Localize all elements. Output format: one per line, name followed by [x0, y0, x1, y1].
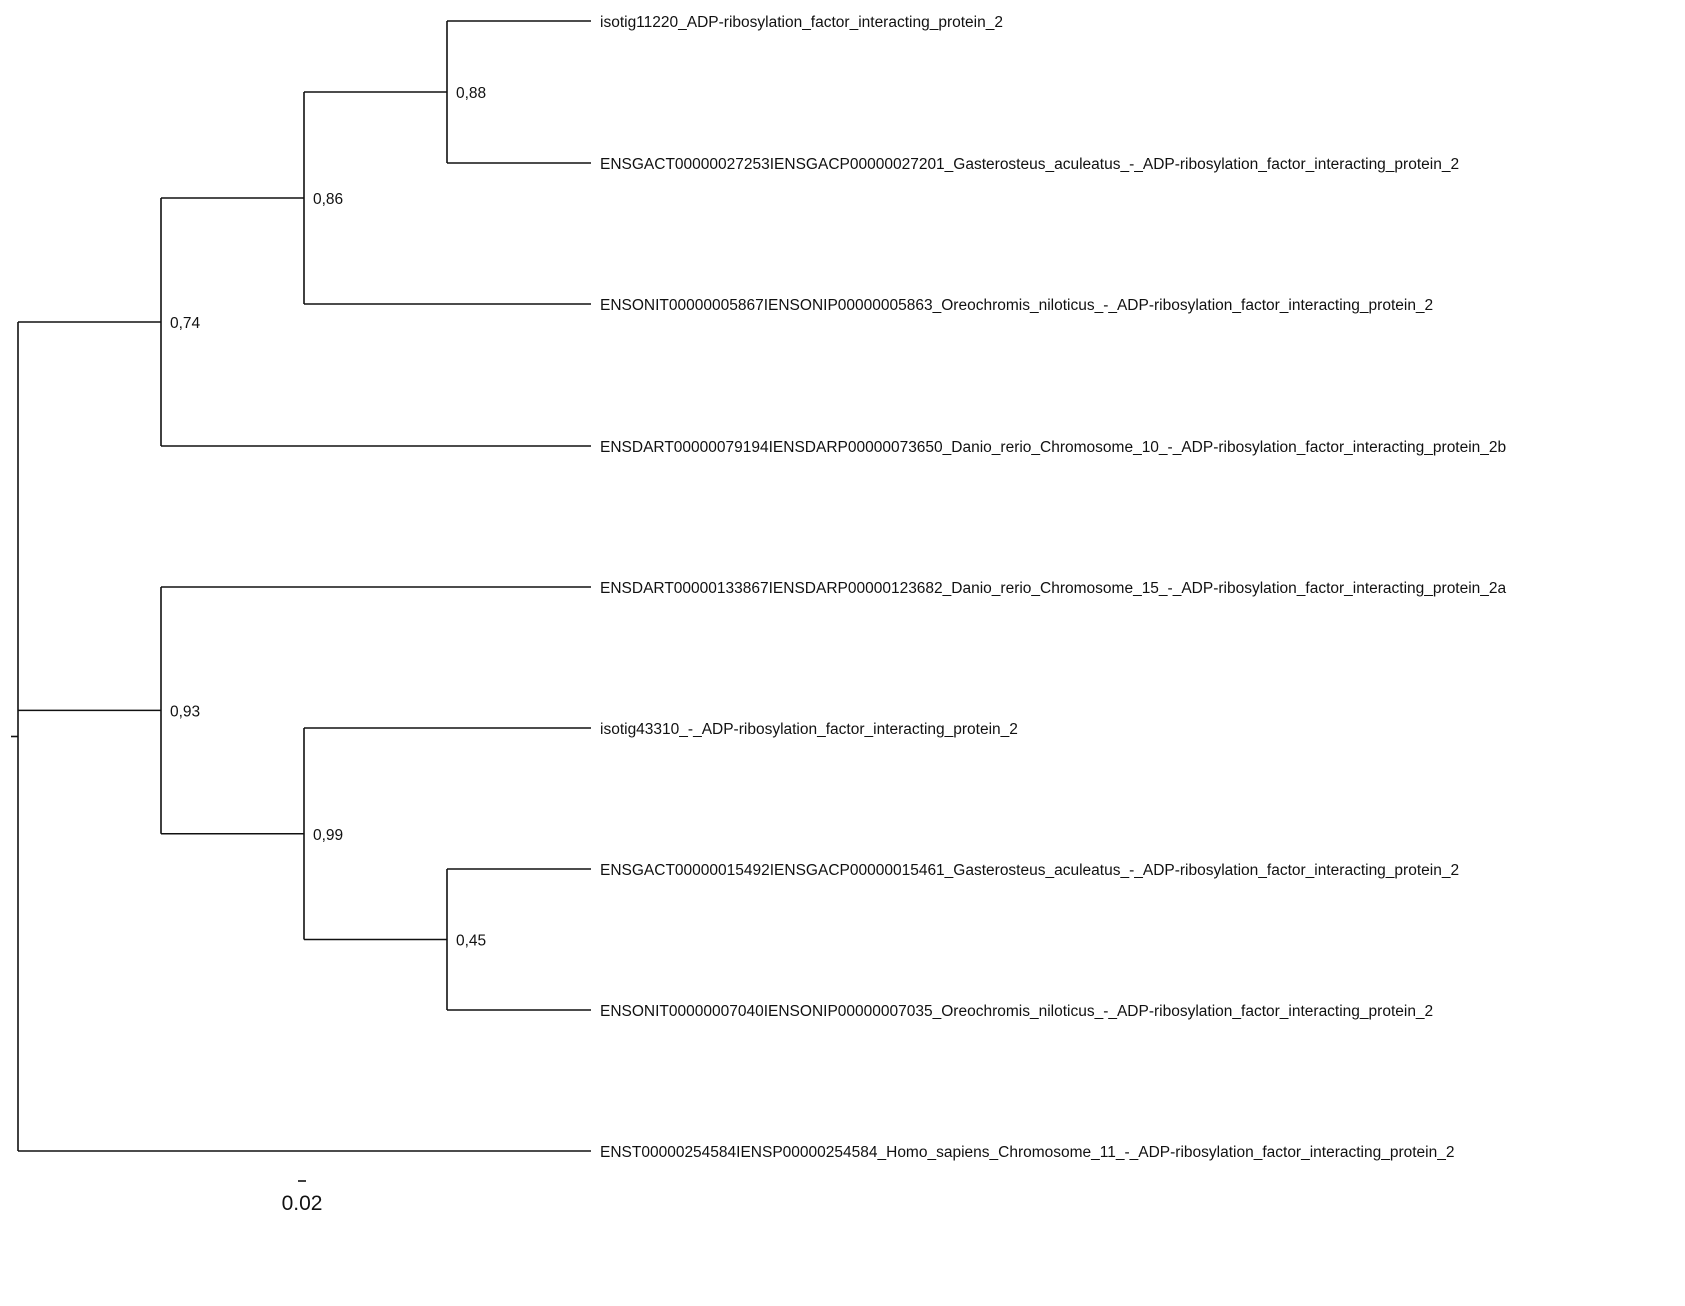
- support-value: 0,86: [313, 191, 343, 208]
- scale-bar-label: 0.02: [282, 1192, 323, 1215]
- leaf-label: ENSONIT00000005867IENSONIP00000005863_Or…: [600, 297, 1433, 314]
- leaf-label: ENSGACT00000027253IENSGACP00000027201_Ga…: [600, 156, 1459, 173]
- support-value: 0,93: [170, 703, 200, 720]
- scale-bar: 0.02: [282, 1180, 323, 1215]
- tree-branches: [11, 20, 591, 1152]
- support-value: 0,45: [456, 933, 486, 950]
- leaf-label: ENSONIT00000007040IENSONIP00000007035_Or…: [600, 1003, 1433, 1020]
- support-value: 0,99: [313, 827, 343, 844]
- support-value: 0,74: [170, 315, 201, 332]
- leaf-label: isotig11220_ADP-ribosylation_factor_inte…: [600, 14, 1003, 31]
- support-value: 0,88: [456, 85, 486, 102]
- leaf-label: ENSDART00000133867IENSDARP00000123682_Da…: [600, 580, 1507, 597]
- support-values: 0,74 0,86 0,88 0,93 0,99 0,45: [170, 85, 486, 950]
- leaf-labels: isotig11220_ADP-ribosylation_factor_inte…: [600, 14, 1507, 1161]
- leaf-label: ENST00000254584IENSP00000254584_Homo_sap…: [600, 1144, 1454, 1161]
- leaf-label: ENSGACT00000015492IENSGACP00000015461_Ga…: [600, 862, 1459, 879]
- leaf-label: isotig43310_-_ADP-ribosylation_factor_in…: [600, 721, 1018, 738]
- leaf-label: ENSDART00000079194IENSDARP00000073650_Da…: [600, 439, 1506, 456]
